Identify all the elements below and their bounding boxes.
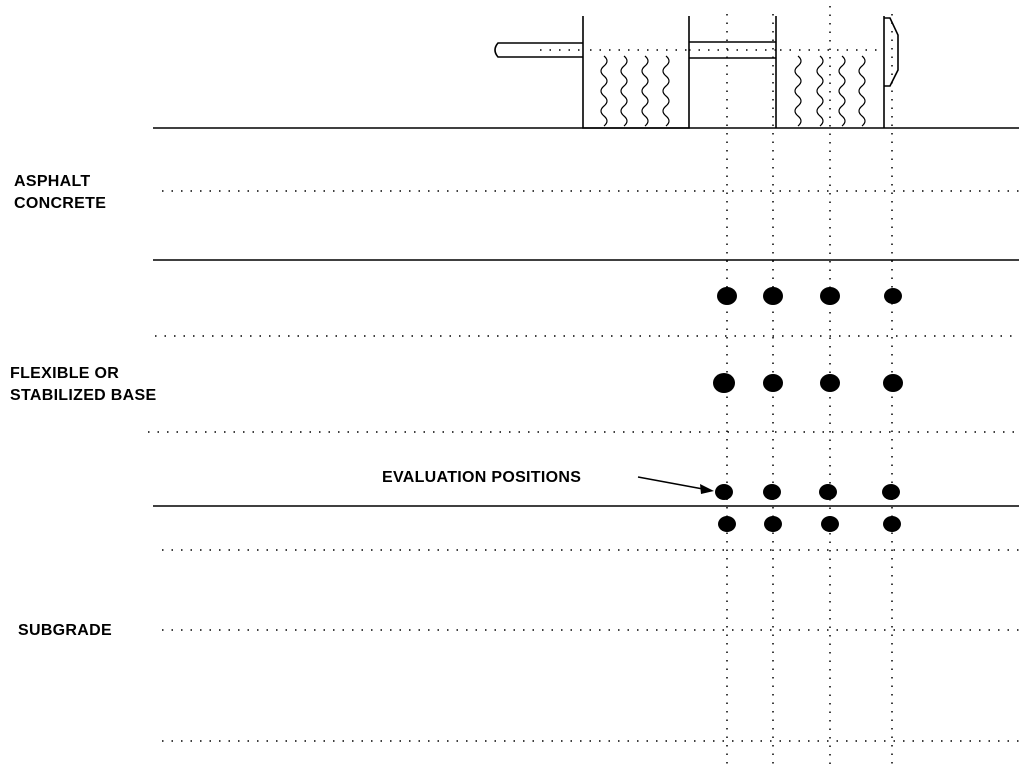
left-tire [582,16,690,129]
layer-label-base-line1: FLEXIBLE OR [10,365,119,382]
evaluation-point [764,516,782,532]
evaluation-point [819,484,837,500]
evaluation-point [882,484,900,500]
evaluation-point [717,287,737,305]
evaluation-point [763,484,781,500]
tread-wave [600,55,608,127]
evaluation-point [820,287,840,305]
evaluation-point [713,373,735,393]
tread-wave [662,55,670,127]
layer-label-subgrade: SUBGRADE [18,622,112,639]
evaluation-point [884,288,902,304]
layer-label-base-line2: STABILIZED BASE [10,387,156,404]
callout-arrow-line [637,476,704,490]
tread-wave [858,55,866,127]
tread-wave [794,55,802,127]
tread-wave [838,55,846,127]
evaluation-point [821,516,839,532]
evaluation-point [763,374,783,392]
evaluation-point [715,484,733,500]
layer-label-asphalt-line2: CONCRETE [14,195,106,212]
callout-label: EVALUATION POSITIONS [382,469,581,486]
dual-wheel-assembly [494,16,899,129]
tread-wave [816,55,824,127]
tread-wave [641,55,649,127]
axle-left-stub [494,42,583,58]
evaluation-point [883,374,903,392]
callout-arrowhead [700,484,714,494]
wheel-hub [884,17,899,87]
evaluation-point [883,516,901,532]
layer-label-asphalt-line1: ASPHALT [14,173,90,190]
evaluation-point [820,374,840,392]
tread-wave [620,55,628,127]
evaluation-points [713,287,903,532]
evaluation-point [763,287,783,305]
evaluation-point [718,516,736,532]
